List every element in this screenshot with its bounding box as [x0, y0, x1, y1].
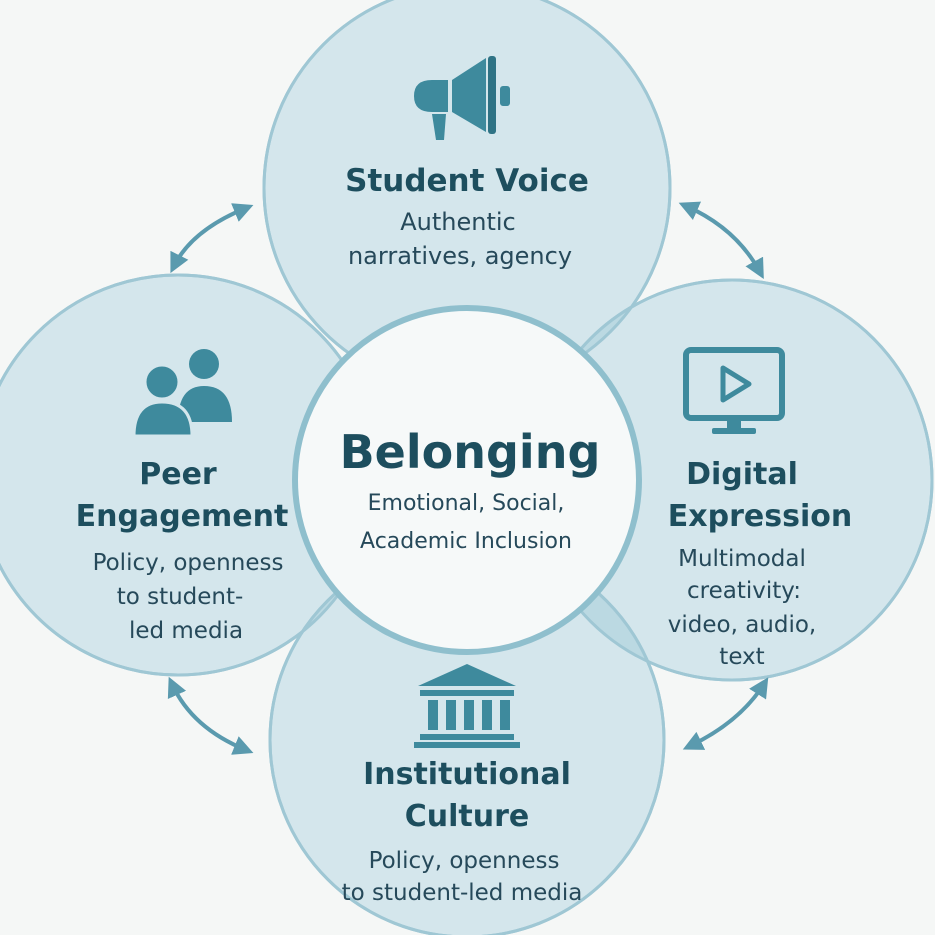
- belonging-center-circle: [292, 305, 642, 655]
- megaphone-icon: [414, 56, 510, 140]
- arrow-bottom-left: [167, 676, 254, 755]
- digital-expression-title-1: Digital: [686, 457, 798, 492]
- digital-expression-desc-1: Multimodal: [678, 546, 806, 572]
- student-voice-desc-1: Authentic: [400, 208, 516, 236]
- digital-expression-desc-4: text: [719, 644, 764, 670]
- peer-engagement-title-1: Peer: [139, 457, 217, 492]
- arrow-top-left: [170, 203, 254, 274]
- institutional-culture-desc-2: to student-led media: [342, 880, 583, 906]
- institutional-culture-title-2: Culture: [405, 799, 530, 834]
- belonging-desc-2: Academic Inclusion: [360, 529, 572, 554]
- institution-building-icon: [414, 664, 520, 748]
- cycle-arrows: [167, 201, 769, 755]
- arrow-top-right: [678, 201, 764, 280]
- arrow-bottom-right: [682, 677, 769, 750]
- student-voice-desc-2: narratives, agency: [348, 242, 572, 270]
- belonging-title: Belonging: [340, 425, 601, 479]
- digital-expression-desc-2: creativity:: [687, 578, 801, 604]
- student-voice-title: Student Voice: [345, 163, 589, 199]
- digital-expression-desc-3: video, audio,: [668, 612, 817, 638]
- peer-engagement-desc-2: to student-: [117, 584, 244, 610]
- belonging-desc-1: Emotional, Social,: [368, 491, 565, 516]
- people-icon: [132, 349, 232, 438]
- monitor-play-icon: [683, 347, 785, 434]
- peer-engagement-title-2: Engagement: [76, 499, 289, 534]
- institutional-culture-title-1: Institutional: [363, 757, 571, 792]
- institutional-culture-desc-1: Policy, openness: [369, 848, 560, 874]
- digital-expression-title-2: Expression: [668, 499, 852, 534]
- peer-engagement-desc-1: Policy, openness: [93, 550, 284, 576]
- peer-engagement-desc-3: led media: [129, 618, 243, 644]
